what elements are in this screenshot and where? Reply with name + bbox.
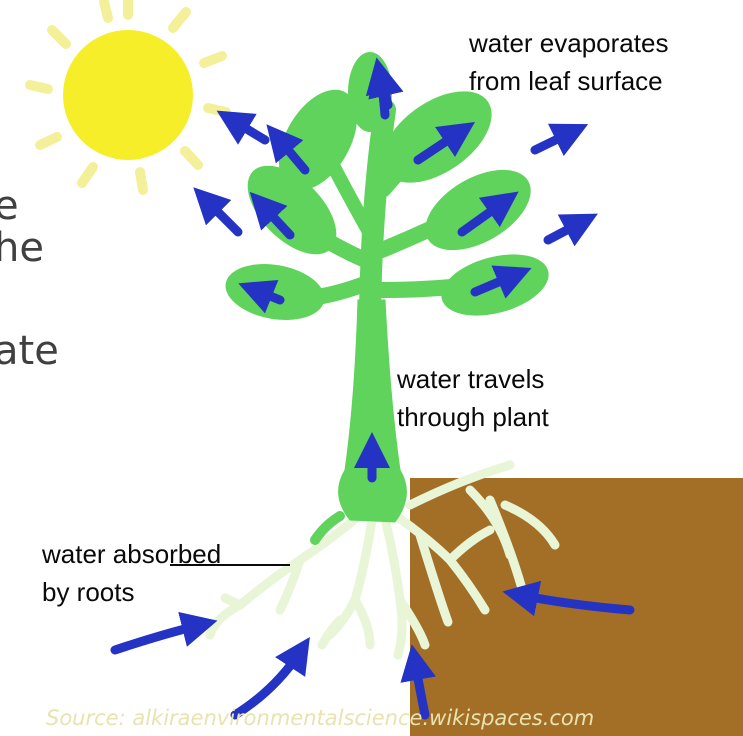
source-credit: Source: alkiraenvironmentalscience.wikis… bbox=[46, 706, 594, 730]
sun-icon bbox=[30, 0, 226, 190]
label-water-absorbed: water absorbed by roots bbox=[42, 535, 221, 611]
label-water-travels: water travels through plant bbox=[397, 360, 549, 436]
label-water-evaporates: water evaporates from leaf surface bbox=[469, 24, 668, 100]
